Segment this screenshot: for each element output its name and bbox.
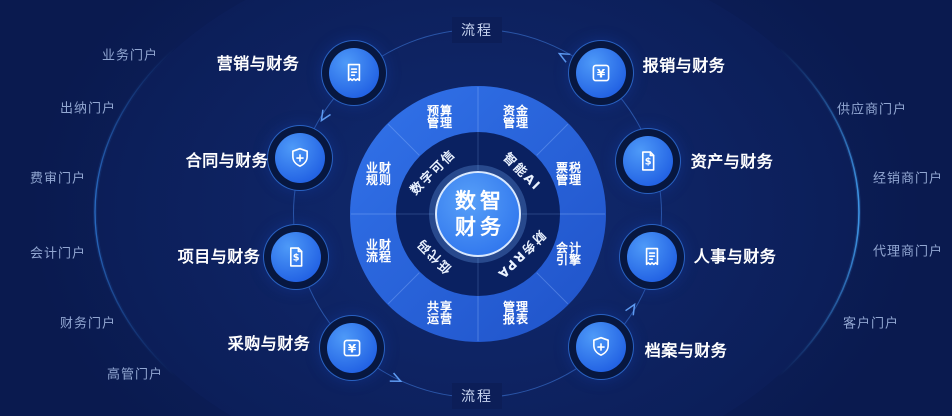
ring-label-shared-operations: 运营 [427, 311, 453, 326]
satellite-marketing-finance [321, 40, 387, 106]
satellite-project-finance: $ [263, 224, 329, 290]
satellite-core [329, 48, 379, 98]
left-portal-arc [94, 46, 177, 378]
cashier-portal: 出纳门户 [59, 101, 117, 117]
ring-label-bizfin-rules: 规则 [366, 172, 392, 187]
ring-label-bizfin-process: 业财 [366, 237, 392, 252]
satellite-core [627, 232, 677, 282]
satellite-ring: ¥ [568, 40, 634, 106]
flow-arrow [389, 372, 403, 383]
center-title-line1: 数智 [455, 189, 505, 213]
ring-label-budget-management: 管理 [427, 115, 453, 130]
satellite-ring: $ [615, 128, 681, 194]
ring-label-accounting-engine: 会计 [556, 240, 582, 255]
center-title-line2: 财务 [455, 215, 505, 239]
satellite-ring [321, 40, 387, 106]
executive-portal: 高管门户 [106, 367, 164, 383]
svg-text:¥: ¥ [597, 66, 606, 80]
satellite-archive-finance [568, 314, 634, 380]
satellite-core [275, 133, 325, 183]
satellite-asset-finance: $ [615, 128, 681, 194]
center-circle [435, 171, 521, 257]
satellite-label-reimbursement: 报销与财务 [642, 56, 726, 75]
svg-text:¥: ¥ [348, 341, 357, 355]
ring-label-budget-management: 预算 [427, 103, 453, 118]
business-portal: 业务门户 [101, 48, 159, 64]
satellite-procurement-finance: ¥ [319, 315, 385, 381]
ring-label-accounting-engine: 引擎 [556, 252, 582, 267]
satellite-label-contract: 合同与财务 [185, 151, 269, 170]
shield-plus-icon [292, 147, 308, 167]
dollar-doc-icon: $ [289, 247, 303, 267]
flow-arrow [625, 302, 636, 316]
satellite-ring: ¥ [319, 315, 385, 381]
satellite-ring [568, 314, 634, 380]
satellite-core: $ [271, 232, 321, 282]
ring-label-bizfin-rules: 业财 [366, 160, 392, 175]
satellite-ring [267, 125, 333, 191]
satellite-label-marketing: 营销与财务 [216, 54, 300, 73]
right-portal-arc [777, 46, 860, 378]
inner-ring-dividers [396, 132, 560, 296]
expense-review-portal: 费审门户 [29, 171, 87, 187]
satellite-contract-finance [267, 125, 333, 191]
satellite-label-archive: 档案与财务 [644, 341, 728, 360]
accounting-portal: 会计门户 [29, 246, 87, 262]
flow-arrow [557, 52, 571, 63]
ring-label-tax-management: 管理 [556, 172, 582, 187]
ring-label-fund-management: 管理 [503, 115, 529, 130]
shield-plus-icon [593, 336, 609, 356]
satellite-label-project: 项目与财务 [177, 247, 261, 266]
ring-label-management-reports: 管理 [503, 299, 529, 314]
customer-portal: 客户门户 [842, 316, 900, 332]
ring-label-shared-operations: 共享 [427, 299, 453, 314]
ring-label-fund-management: 资金 [503, 103, 529, 118]
flow-arrow [320, 109, 331, 123]
satellite-ring [619, 224, 685, 290]
satellite-label-procurement: 采购与财务 [227, 334, 311, 353]
satellite-ring: $ [263, 224, 329, 290]
supplier-portal: 供应商门户 [836, 102, 908, 118]
yen-square-icon: ¥ [592, 64, 610, 82]
flow-label-top: 流程 [452, 17, 502, 43]
satellite-reimbursement-finance: ¥ [568, 40, 634, 106]
receipt-icon [347, 63, 361, 82]
satellite-label-hr: 人事与财务 [693, 247, 777, 266]
agent-portal: 代理商门户 [872, 244, 944, 260]
svg-text:$: $ [645, 156, 652, 167]
distributor-portal: 经销商门户 [872, 171, 944, 187]
ring-label-bizfin-process: 流程 [366, 249, 392, 264]
receipt-icon [645, 247, 659, 266]
satellite-core: $ [623, 136, 673, 186]
center-circle-glow [429, 165, 527, 263]
dollar-doc-icon: $ [641, 151, 655, 171]
satellite-label-asset: 资产与财务 [690, 152, 774, 171]
ring-label-management-reports: 报表 [503, 311, 529, 326]
ring-label-tax-management: 票税 [556, 160, 582, 175]
satellite-core: ¥ [576, 48, 626, 98]
flow-label-bottom: 流程 [452, 383, 502, 409]
yen-square-icon: ¥ [343, 339, 361, 357]
satellite-core [576, 322, 626, 372]
satellite-hr-finance [619, 224, 685, 290]
finance-portal: 财务门户 [59, 316, 117, 332]
svg-text:$: $ [293, 252, 300, 263]
satellite-core: ¥ [327, 323, 377, 373]
